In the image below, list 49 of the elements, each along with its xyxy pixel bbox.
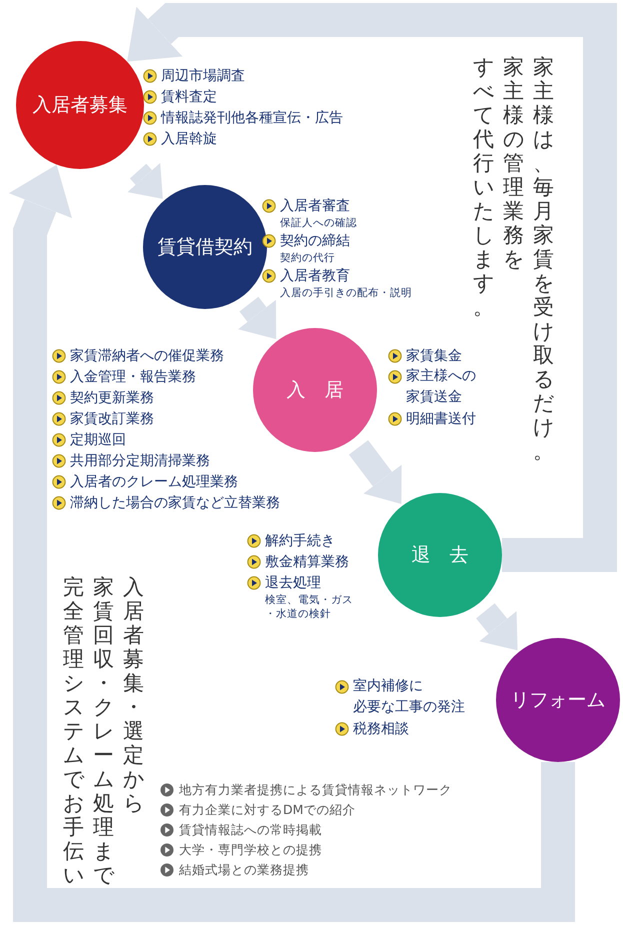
vertical-note: 入居者募集・選定から	[123, 575, 145, 815]
list-note: 保証人への確認	[280, 216, 358, 230]
flow-arrow	[238, 296, 276, 340]
flow-arrow	[476, 603, 518, 650]
flow-arrow	[127, 3, 617, 572]
vertical-note: 家賃回収・クレーム処理まで	[93, 575, 115, 887]
list-item: 周辺市場調査	[161, 66, 245, 84]
vertical-note: 家主様は、毎月家賃を受け取るだけ。	[533, 55, 555, 463]
list-item: 契約の締結	[280, 232, 350, 250]
step-label: 賃貸借契約	[158, 235, 252, 260]
list-item: 家賃改訂業務	[70, 410, 154, 428]
list-item: 賃料査定	[161, 88, 217, 106]
list-item: 定期巡回	[70, 430, 126, 448]
step-label: リフォーム	[510, 688, 606, 713]
list-item: 賃貸情報誌への常時掲載	[179, 822, 322, 838]
flow-arrow	[127, 162, 163, 199]
list-item: 滞納した場合の家賃など立替業務	[70, 494, 280, 512]
list-item: 敷金精算業務	[265, 552, 349, 570]
list-item: 家賃集金	[406, 346, 462, 364]
flow-arrow	[348, 440, 402, 504]
list-item: 入居者のクレーム処理業務	[70, 472, 238, 490]
vertical-note: すべて代行いたします。	[473, 55, 495, 319]
list-item: 有力企業に対するDMでの紹介	[179, 802, 356, 818]
step-label: 入居者募集	[32, 93, 128, 118]
list-item: 入居者審査	[280, 196, 350, 214]
list-item: 明細書送付	[406, 410, 476, 428]
list-item: 解約手続き	[265, 532, 335, 550]
vertical-note: 家主様の管理業務を	[503, 55, 525, 271]
list-item: 家賃滞納者への催促業務	[70, 346, 224, 364]
list-item: 地方有力業者提携による賃貸情報ネットワーク	[179, 782, 452, 798]
list-item: 税務相談	[353, 720, 409, 738]
list-note: 入居の手引きの配布・説明	[280, 286, 412, 300]
list-note: 契約の代行	[280, 251, 336, 265]
flow-arrow	[8, 164, 575, 922]
step-label: 退 去	[412, 543, 468, 568]
list-item: 室内補修に必要な工事の発注	[353, 677, 465, 717]
list-item: 家主様への家賃送金	[406, 367, 476, 407]
list-item: 契約更新業務	[70, 388, 154, 406]
list-item: 共用部分定期清掃業務	[70, 452, 210, 470]
list-item: 結婚式場との業務提携	[179, 862, 309, 878]
list-item: 入居斡旋	[161, 130, 217, 148]
list-item: 情報誌発刊他各種宣伝・広告	[161, 108, 343, 126]
step-label: 入 居	[286, 378, 344, 403]
list-item: 入金管理・報告業務	[70, 368, 196, 386]
list-note: 検室、電気・ガス・水道の検針	[265, 593, 353, 621]
list-item: 退去処理	[265, 574, 321, 592]
list-item: 大学・専門学校との提携	[179, 842, 322, 858]
vertical-note: 完全管理システムでお手伝い	[63, 575, 85, 887]
list-item: 入居者教育	[280, 266, 350, 284]
